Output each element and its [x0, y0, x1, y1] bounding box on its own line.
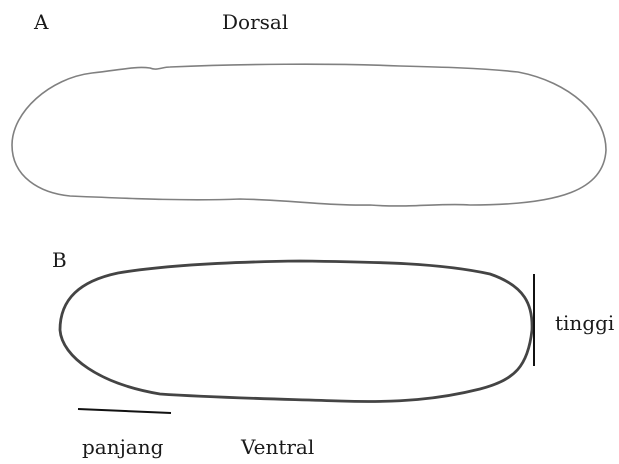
length-scale-bar — [78, 409, 171, 413]
panel-b-letter: B — [52, 250, 67, 270]
ventral-view-label: Ventral — [241, 437, 314, 457]
height-scale-label: tinggi — [555, 313, 614, 333]
panel-a-letter: A — [34, 12, 48, 32]
ventral-outline — [60, 261, 532, 402]
dorsal-view-label: Dorsal — [222, 12, 288, 32]
dorsal-outline — [12, 64, 606, 206]
length-scale-label: panjang — [82, 437, 163, 457]
